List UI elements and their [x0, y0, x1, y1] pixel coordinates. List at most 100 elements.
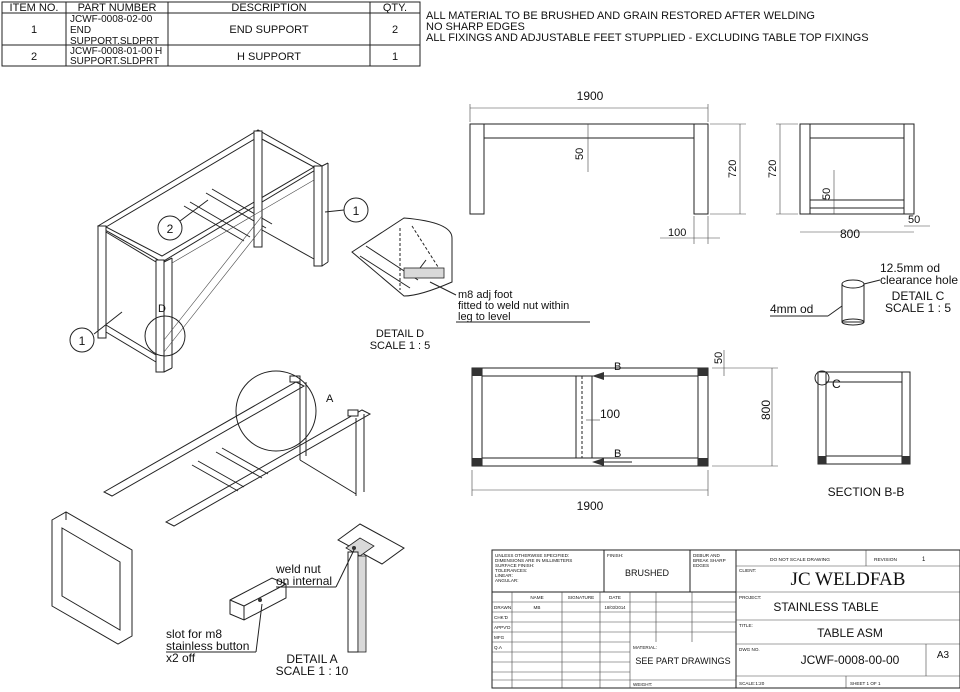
bom-row1-item: 1 — [31, 24, 37, 36]
side-dim-height: 720 — [767, 160, 779, 178]
balloon-item-1b-label: 1 — [79, 334, 86, 348]
bom-header-qty: QTY. — [383, 2, 407, 14]
bom-row2-part-line1: JCWF-0008-01-00 H — [70, 46, 162, 57]
detail-d-view: m8 adj foot fitted to weld nut within le… — [351, 217, 590, 352]
note-line-2: NO SHARP EDGES — [426, 21, 525, 33]
tb-row-mfg: MFG — [494, 635, 505, 640]
tb-finish-value: BRUSHED — [625, 568, 670, 578]
tb-revision-value: 1 — [922, 557, 926, 563]
general-notes: ALL MATERIAL TO BE BRUSHED AND GRAIN RES… — [426, 10, 869, 44]
bill-of-materials: ITEM NO. PART NUMBER DESCRIPTION QTY. 1 … — [1, 1, 421, 67]
detail-a-weldnut-line2: on internal — [276, 574, 332, 588]
tb-project-value: STAINLESS TABLE — [773, 600, 878, 614]
balloon-item-1-label: 1 — [353, 204, 360, 218]
front-dim-rail: 50 — [574, 148, 586, 160]
top-section-marker-bottom: B — [614, 448, 621, 460]
bom-header-desc: DESCRIPTION — [231, 2, 306, 14]
bom-row1-part-line3: SUPPORT.SLDPRT — [70, 36, 159, 47]
tb-tol-line1: UNLESS OTHERWISE SPECIFIED: — [495, 553, 569, 558]
detail-d-callout-label: D — [158, 303, 166, 315]
detail-d-title: DETAIL D — [376, 328, 424, 340]
detail-c-scale: SCALE 1 : 5 — [885, 301, 951, 315]
tb-scale-label: SCALE:1:20 — [739, 681, 765, 686]
tb-deburr-line2: BREAK SHARP — [693, 558, 726, 563]
top-dim-width: 1900 — [577, 499, 604, 513]
tb-drawn-date: 18/03/2014 — [605, 605, 627, 610]
tb-dwg-label: DWG NO. — [739, 647, 760, 652]
side-elevation-view: 720 50 800 50 — [767, 123, 930, 241]
bom-row1-part-line2: END — [70, 25, 91, 36]
tb-tol-line4: TOLERANCES: — [495, 568, 527, 573]
tb-deburr-line1: DEBUR AND — [693, 553, 720, 558]
balloon-item-2-label: 2 — [167, 222, 174, 236]
tb-tol-line2: DIMENSIONS ARE IN MILLIMETERS — [495, 558, 572, 563]
detail-d-scale: SCALE 1 : 5 — [370, 340, 431, 352]
tb-tol-line5: LINEAR: — [495, 573, 513, 578]
detail-a-weldnut-line1: weld nut — [275, 562, 321, 576]
detail-c-callout-label: C — [832, 377, 841, 391]
front-elevation-view: 1900 50 720 100 — [469, 89, 746, 244]
exploded-view: A — [51, 370, 372, 645]
bom-row2-qty: 1 — [392, 51, 398, 63]
bom-header-part: PART NUMBER — [78, 2, 157, 14]
tb-finish-label: FINISH: — [607, 553, 623, 558]
tb-row-approved: APPV'D — [494, 625, 511, 630]
detail-a-title: DETAIL A — [286, 652, 337, 666]
tb-tol-line6: ANGULAR: — [495, 578, 519, 583]
title-block: UNLESS OTHERWISE SPECIFIED: DIMENSIONS A… — [491, 549, 960, 689]
tb-dwg-value: JCWF-0008-00-00 — [801, 653, 900, 667]
detail-d-note-line2: fitted to weld nut within — [458, 300, 569, 312]
tb-col-signature: SIGNATURE — [568, 595, 594, 600]
balloon-item-1b — [69, 327, 95, 353]
bom-row2-desc: H SUPPORT — [237, 51, 301, 63]
tb-drawn-name: MB — [534, 605, 541, 610]
tb-project-label: PROJECT: — [739, 595, 761, 600]
detail-a-scale: SCALE 1 : 10 — [276, 664, 349, 678]
tb-row-qa: Q.A — [494, 645, 503, 650]
tb-no-scale: DO NOT SCALE DRAWING — [770, 557, 830, 563]
tb-col-name: NAME — [530, 595, 543, 600]
bom-row1-qty: 2 — [392, 24, 398, 36]
detail-a-callout-circle — [235, 370, 317, 452]
detail-d-note-line3: leg to level — [458, 311, 511, 323]
bom-row1-part-line1: JCWF-0008-02-00 — [70, 14, 153, 25]
tb-client-label: CLIENT: — [739, 568, 756, 573]
tb-deburr-line3: EDGES — [693, 563, 709, 568]
detail-d-note-line1: m8 adj foot — [458, 289, 512, 301]
tb-sheet-label: SHEET 1 OF 1 — [850, 681, 881, 686]
top-dim-rail: 50 — [713, 352, 725, 364]
tb-row-drawn: DRAWN — [494, 605, 511, 610]
balloon-item-2 — [157, 215, 183, 241]
detail-a-slot-line1: slot for m8 — [166, 627, 222, 641]
detail-c-od-label: 4mm od — [770, 302, 813, 316]
bom-row2-item: 2 — [31, 51, 37, 63]
tb-material-label: MATERIAL: — [633, 645, 657, 650]
side-dim-width: 800 — [840, 227, 860, 241]
tb-revision-label: REVISION — [874, 557, 897, 563]
detail-c-note-line1: 12.5mm od — [880, 261, 940, 275]
front-dim-width: 1900 — [577, 89, 604, 103]
tb-title-label: TITLE: — [739, 623, 753, 628]
top-dim-inner: 100 — [600, 407, 620, 421]
bom-header-item: ITEM NO. — [10, 2, 59, 14]
tb-tol-line3: SURFACE FINISH: — [495, 563, 534, 568]
detail-c-title: DETAIL C — [892, 289, 945, 303]
tb-row-checked: CHK'D — [494, 615, 509, 620]
section-bb-title: SECTION B-B — [828, 485, 905, 499]
detail-a-view: weld nut on internal slot for m8 stainle… — [166, 523, 405, 678]
note-line-1: ALL MATERIAL TO BE BRUSHED AND GRAIN RES… — [426, 10, 815, 22]
top-section-marker-top: B — [614, 361, 621, 373]
front-dim-leg-offset: 100 — [668, 227, 686, 239]
side-dim-leg: 50 — [908, 214, 920, 226]
tb-material-value: SEE PART DRAWINGS — [635, 656, 730, 666]
front-dim-height: 720 — [727, 160, 739, 178]
tb-title-value: TABLE ASM — [817, 626, 883, 640]
bom-row2-part-line2: SUPPORT.SLDPRT — [70, 56, 159, 67]
detail-c-callout-circle — [814, 370, 830, 386]
tb-weight-label: WEIGHT: — [633, 682, 652, 687]
tb-col-date: DATE — [609, 595, 621, 600]
detail-a-slot-line2: stainless button — [166, 639, 249, 653]
top-plan-view: B B 100 50 800 1900 — [471, 350, 778, 513]
bom-row1-desc: END SUPPORT — [229, 24, 309, 36]
isometric-assembly-view: 1 2 1 D — [69, 129, 369, 373]
